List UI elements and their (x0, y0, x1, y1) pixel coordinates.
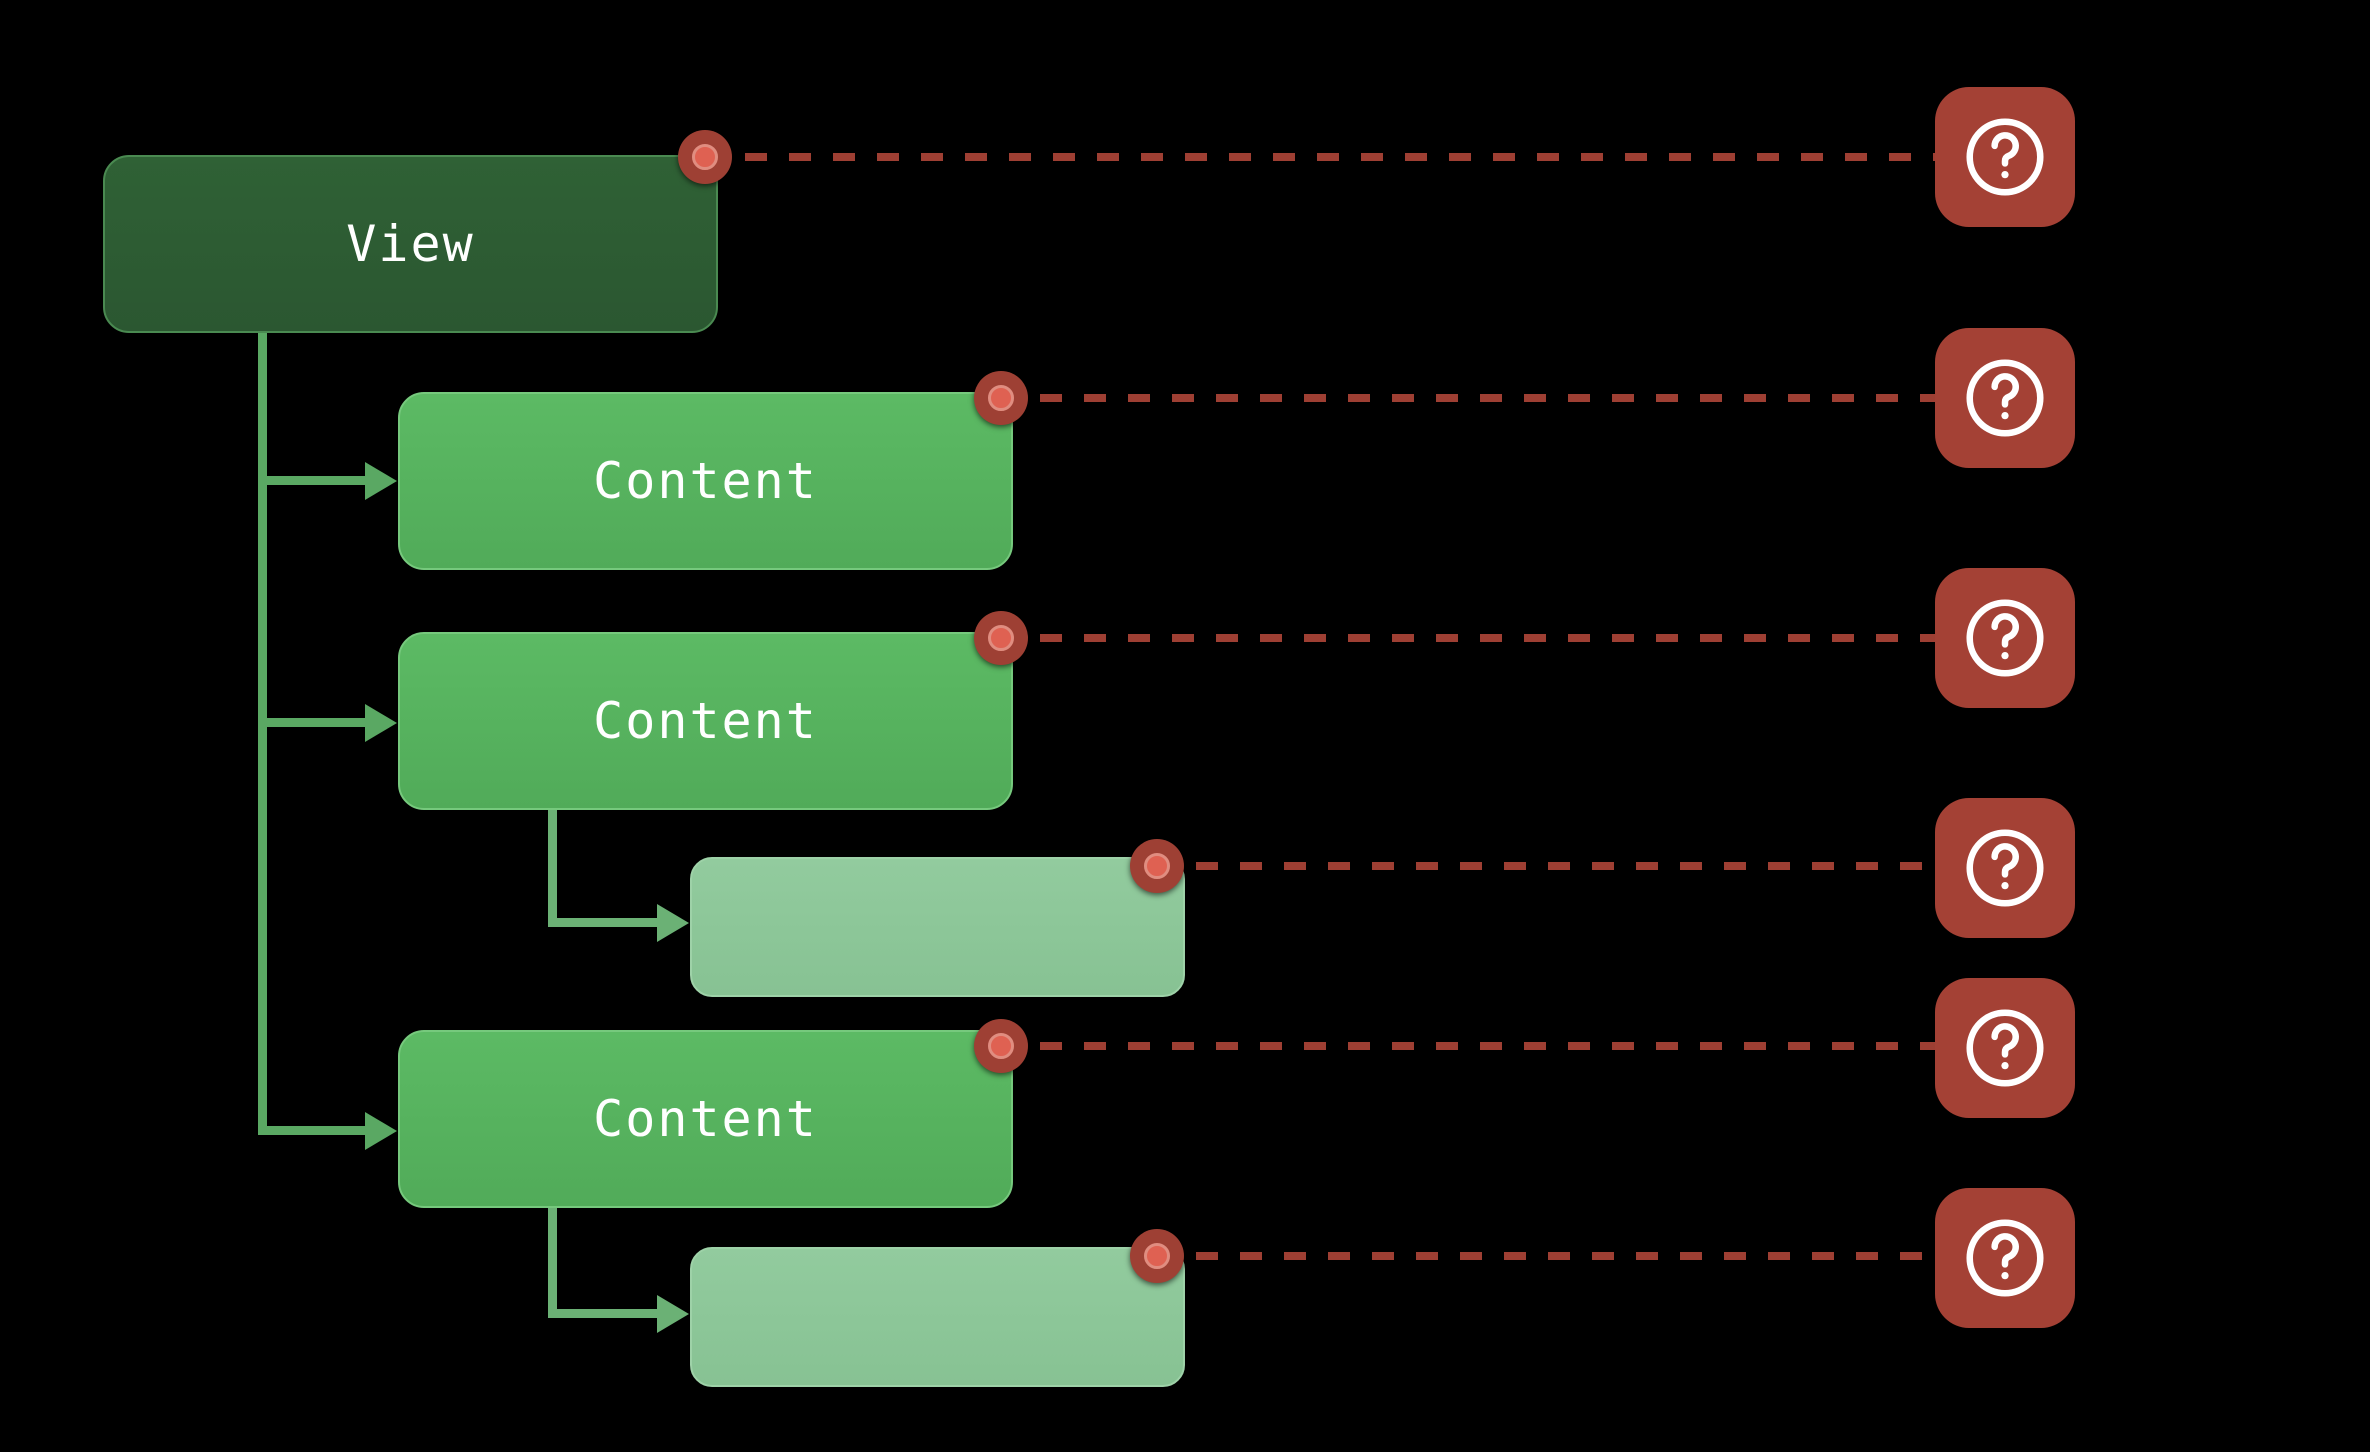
connector-dot-root[interactable] (678, 130, 732, 184)
question-circle-icon (1959, 1212, 2051, 1304)
tree-edge-root-trunk (258, 333, 267, 1133)
dashed-link-4 (1196, 862, 1937, 870)
question-circle-icon (1959, 1002, 2051, 1094)
question-badge-3[interactable] (1935, 568, 2075, 708)
dashed-link-2 (1040, 394, 1937, 402)
arrow-head-root-to-content-2 (365, 704, 397, 742)
question-badge-4[interactable] (1935, 798, 2075, 938)
dashed-link-1 (745, 153, 1937, 161)
node-content-3[interactable]: Content (398, 1030, 1013, 1208)
question-badge-1[interactable] (1935, 87, 2075, 227)
node-content-2[interactable]: Content (398, 632, 1013, 810)
node-label: Content (593, 452, 818, 510)
question-circle-icon (1959, 822, 2051, 914)
dashed-link-6 (1196, 1252, 1937, 1260)
dashed-link-3 (1040, 634, 1937, 642)
question-badge-2[interactable] (1935, 328, 2075, 468)
question-badge-5[interactable] (1935, 978, 2075, 1118)
node-root-view[interactable]: View (103, 155, 718, 333)
question-circle-icon (1959, 592, 2051, 684)
connector-dot-content-2[interactable] (974, 611, 1028, 665)
question-circle-icon (1959, 111, 2051, 203)
tree-edge-root-to-content-3 (258, 1126, 370, 1135)
node-leaf-2[interactable] (690, 1247, 1185, 1387)
tree-edge-content-2-trunk (548, 810, 557, 927)
arrow-head-root-to-content-3 (365, 1112, 397, 1150)
node-label: View (346, 215, 475, 273)
connector-dot-leaf-2[interactable] (1130, 1229, 1184, 1283)
tree-edge-root-to-content-2 (258, 718, 370, 727)
tree-edge-root-to-content-1 (258, 476, 370, 485)
arrow-head-content-3-to-leaf-2 (657, 1295, 689, 1333)
question-badge-6[interactable] (1935, 1188, 2075, 1328)
connector-dot-content-1[interactable] (974, 371, 1028, 425)
arrow-head-content-2-to-leaf-1 (657, 904, 689, 942)
connector-dot-content-3[interactable] (974, 1019, 1028, 1073)
question-circle-icon (1959, 352, 2051, 444)
node-label: Content (593, 692, 818, 750)
tree-edge-content-2-to-leaf-1 (548, 918, 662, 927)
node-content-1[interactable]: Content (398, 392, 1013, 570)
node-leaf-1[interactable] (690, 857, 1185, 997)
tree-edge-content-3-trunk (548, 1208, 557, 1318)
node-label: Content (593, 1090, 818, 1148)
connector-dot-leaf-1[interactable] (1130, 839, 1184, 893)
arrow-head-root-to-content-1 (365, 462, 397, 500)
tree-edge-content-3-to-leaf-2 (548, 1309, 662, 1318)
dashed-link-5 (1040, 1042, 1937, 1050)
